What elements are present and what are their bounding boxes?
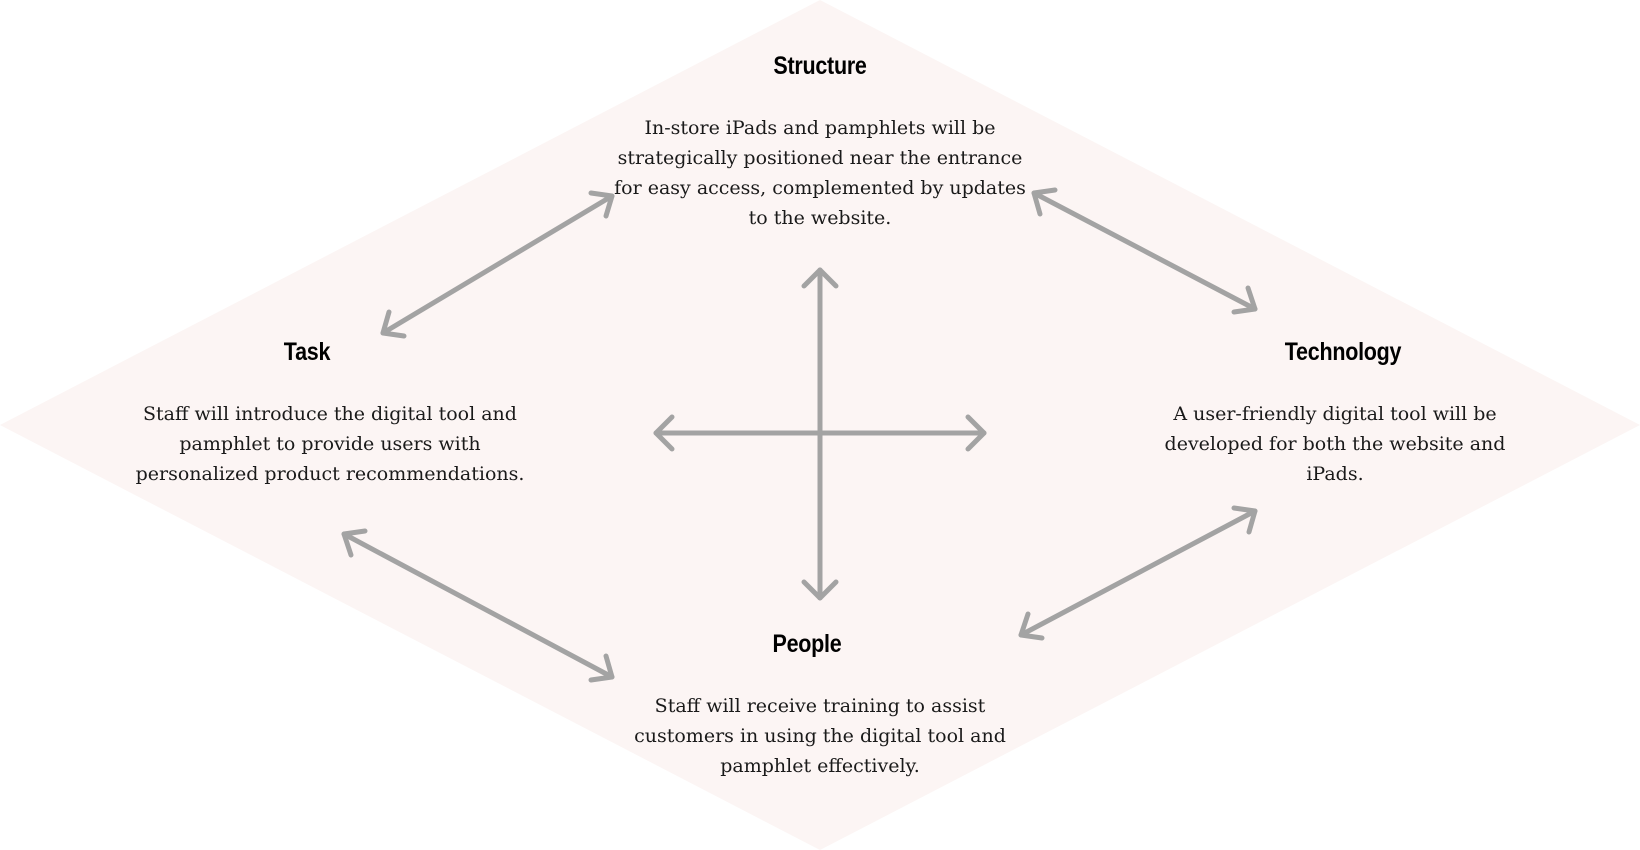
task-title: Task: [283, 338, 331, 366]
arrow-technology-people: [1018, 505, 1258, 641]
arrow-task-technology: [653, 414, 987, 452]
arrow-people-task: [341, 528, 615, 683]
structure-description: In-store iPads and pamphlets will be str…: [614, 117, 1026, 229]
arrow-task-structure: [380, 190, 615, 339]
technology-description: A user-friendly digital tool will be dev…: [1164, 403, 1506, 485]
people-description: Staff will receive training to assist cu…: [634, 695, 1006, 777]
structure-title: Structure: [773, 52, 867, 80]
arrow-structure-technology: [1031, 187, 1258, 315]
people-title: People: [772, 630, 842, 658]
task-description: Staff will introduce the digital tool an…: [135, 403, 525, 485]
technology-title: Technology: [1284, 338, 1402, 366]
